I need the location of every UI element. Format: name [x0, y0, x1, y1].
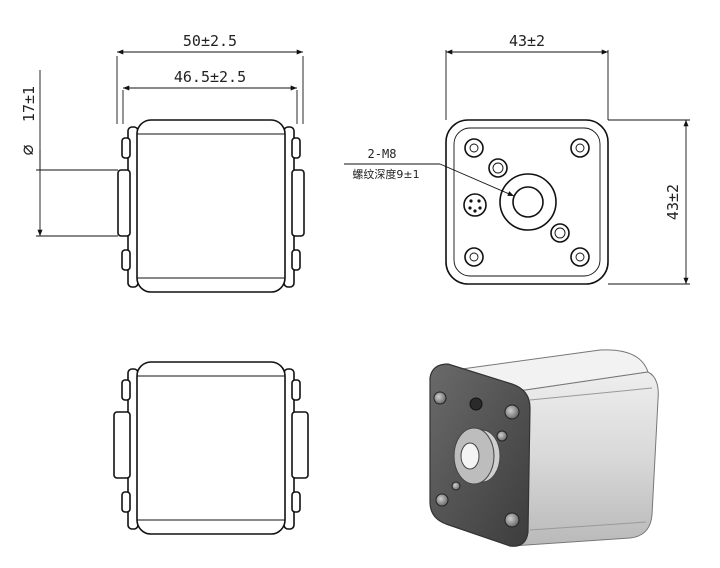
dim-diameter-symbol: ∅	[18, 144, 39, 155]
side-view-top: 50±2.5 46.5±2.5 ∅ 17±1	[18, 32, 305, 293]
front-view: 2-M8 螺纹深度9±1 43±2 43±2	[344, 32, 690, 285]
corner-bolts	[464, 138, 590, 267]
side-view-bottom	[113, 361, 309, 535]
dim-face-width: 43±2	[509, 32, 545, 50]
render-3d	[429, 349, 659, 547]
dim-width-inner: 46.5±2.5	[174, 68, 246, 86]
callout-depth: 螺纹深度9±1	[352, 167, 419, 181]
dim-width-outer: 50±2.5	[183, 32, 237, 50]
callout-thread: 2-M8	[368, 147, 397, 161]
dim-diameter: 17±1	[20, 86, 38, 122]
connector-icon	[463, 193, 487, 217]
dim-face-height: 43±2	[664, 184, 682, 220]
